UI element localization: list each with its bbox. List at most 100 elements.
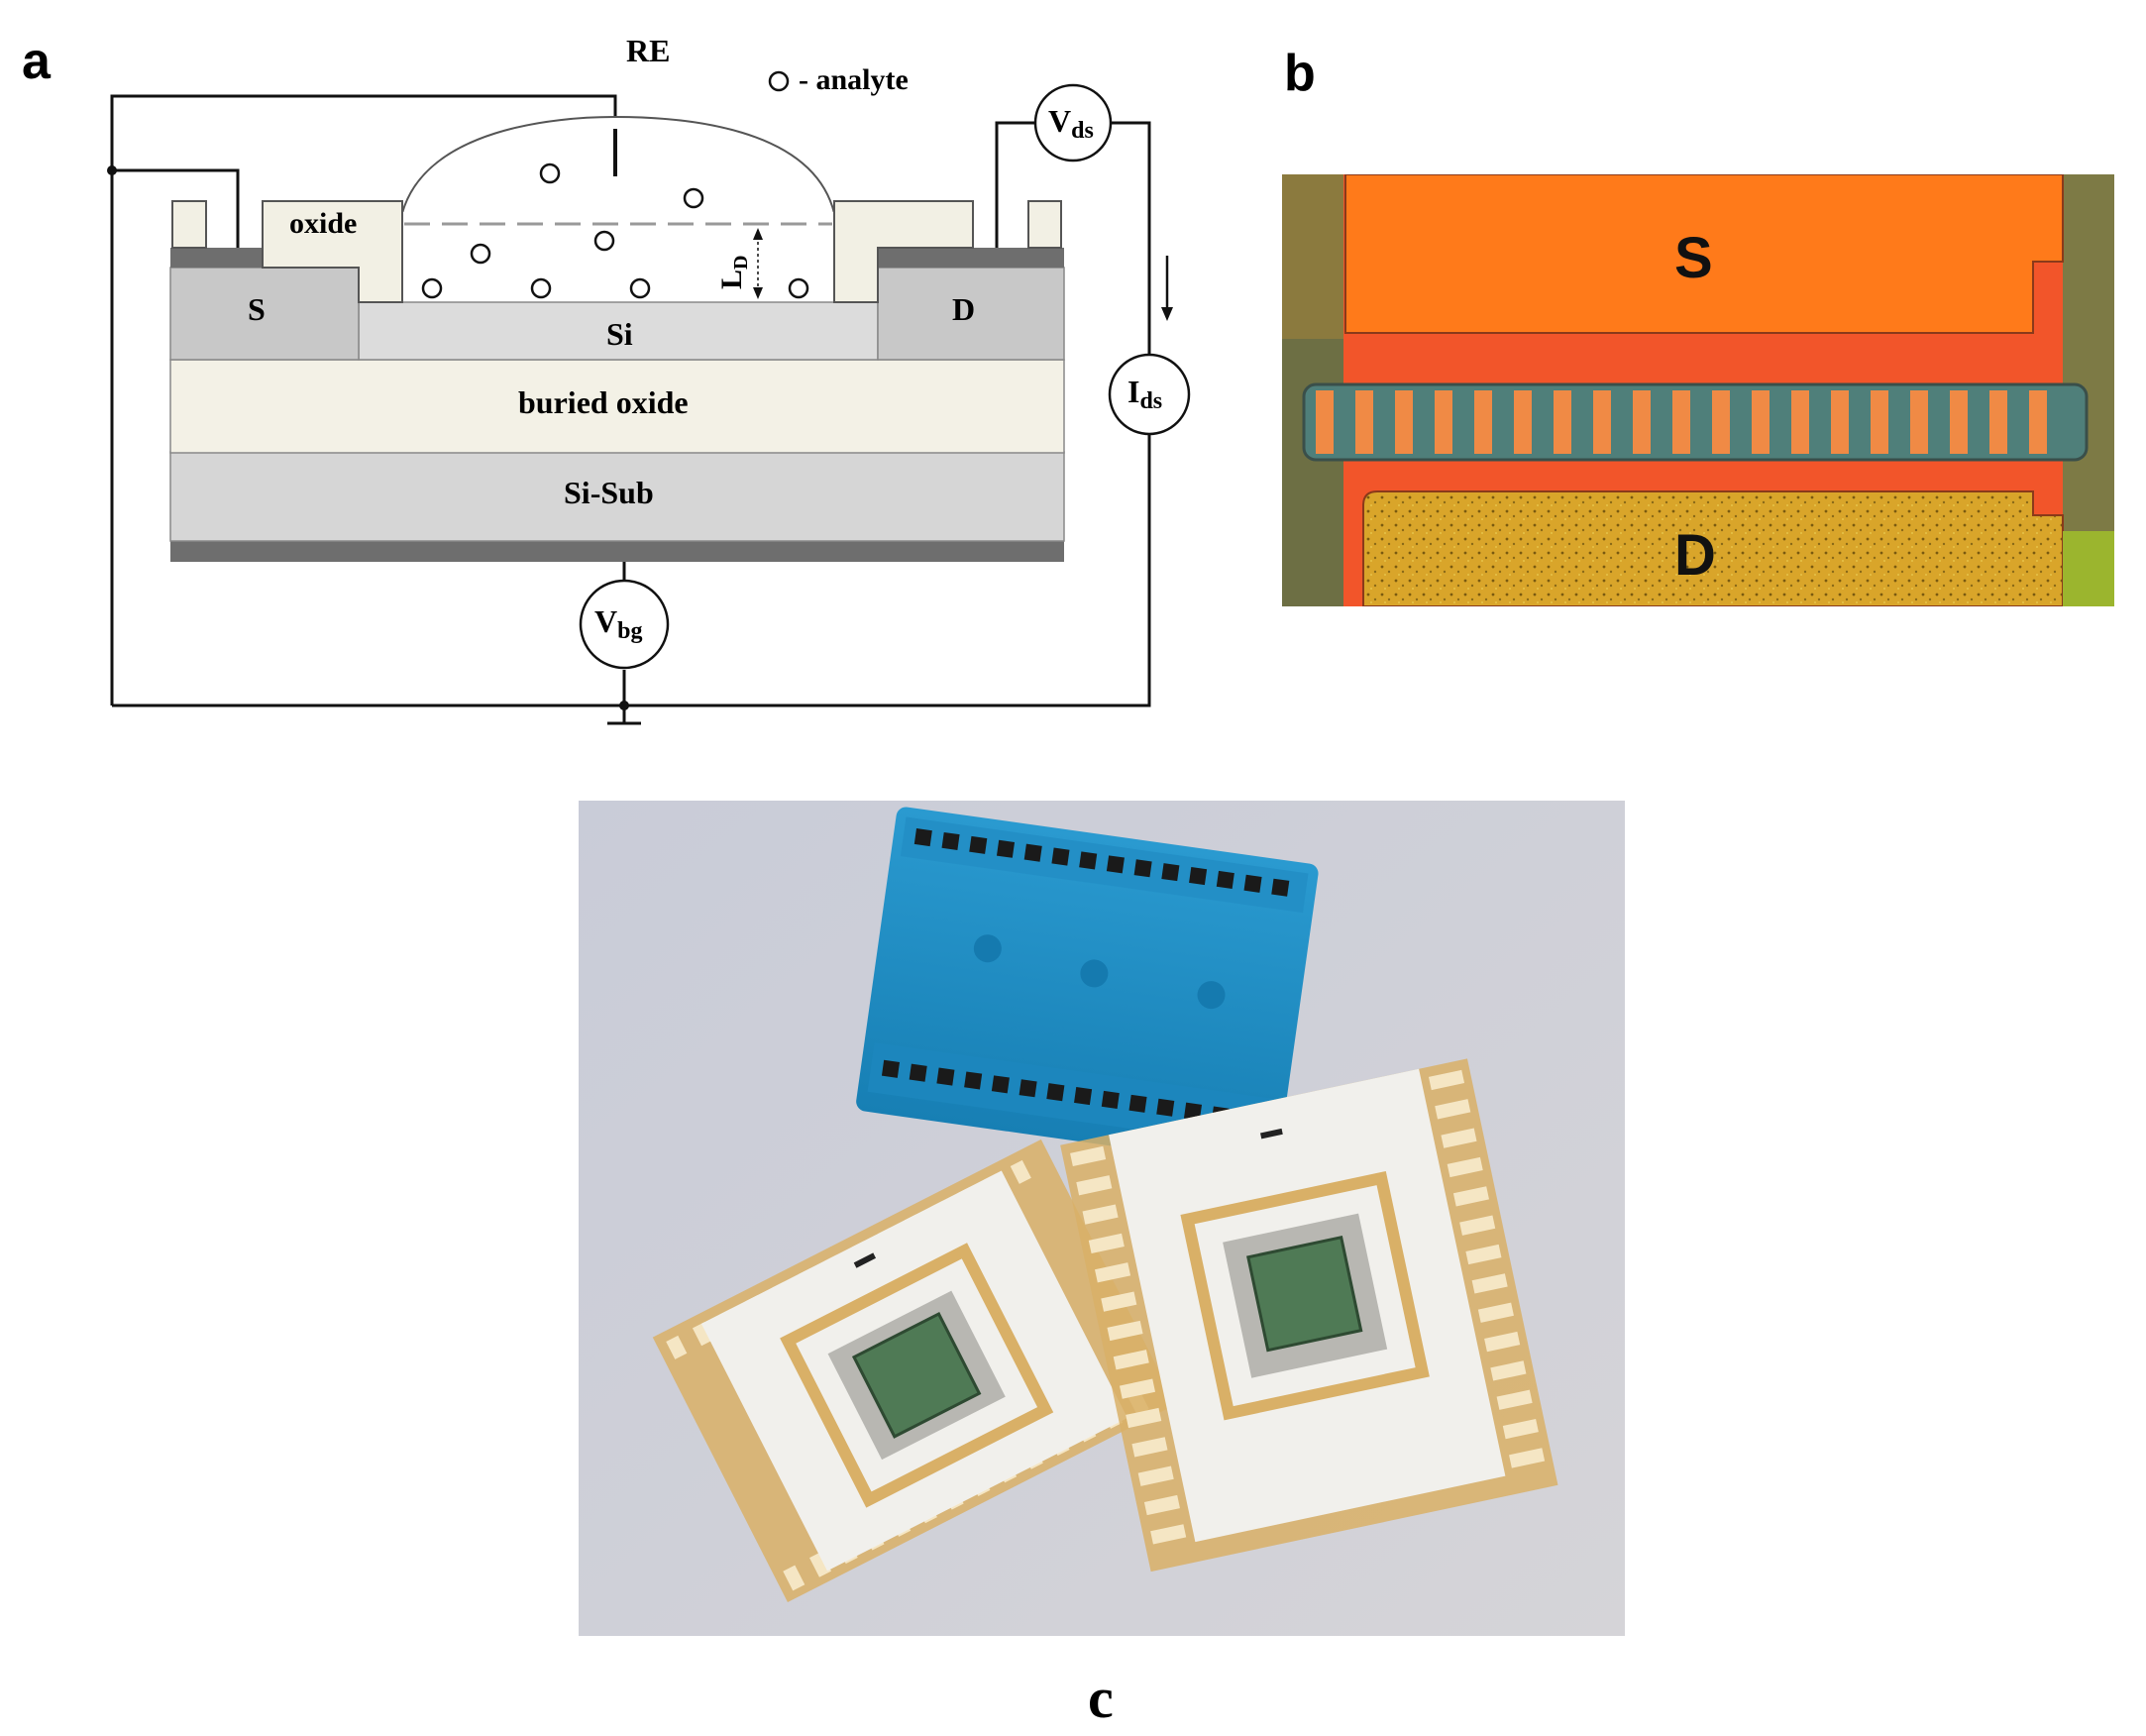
channel-finger xyxy=(1395,390,1413,454)
lead-slot xyxy=(666,1335,688,1359)
panel-label-b: b xyxy=(1284,45,1316,102)
socket-hole xyxy=(1156,1098,1175,1117)
socket-hole xyxy=(909,1063,927,1082)
electrolyte-droplet xyxy=(401,115,835,214)
lead-frame xyxy=(1070,1069,1546,1545)
socket-hole xyxy=(1189,867,1208,886)
si-sub-label: Si-Sub xyxy=(564,475,654,510)
socket-hole xyxy=(1128,1094,1147,1113)
analyte-legend-label: - analyte xyxy=(799,63,909,96)
buried-oxide-layer xyxy=(169,359,1065,454)
si-label: Si xyxy=(606,316,633,352)
lead-slot xyxy=(1101,1291,1137,1312)
drain-corner-green xyxy=(2063,531,2114,606)
lead-slot xyxy=(1126,1407,1162,1429)
left-chip-package xyxy=(652,1139,1177,1602)
panel-b-micrograph: S D xyxy=(1282,174,2114,606)
channel-finger xyxy=(1355,390,1373,454)
channel-finger xyxy=(1474,390,1492,454)
analyte-particles xyxy=(421,70,809,299)
buried-oxide-label: buried oxide xyxy=(518,384,689,420)
drain-label: D xyxy=(952,291,975,327)
lead-slot xyxy=(1509,1448,1546,1468)
lead-slot xyxy=(1076,1175,1113,1196)
left-edge-green xyxy=(1282,339,1343,606)
lead-slot xyxy=(1465,1244,1502,1265)
socket-hole xyxy=(1216,870,1234,889)
oxide-label: oxide xyxy=(289,207,357,240)
panel-a-cross-section: LD Vds Ids Vbg RE - analyte oxide S D Si… xyxy=(107,33,1191,725)
channel-finger xyxy=(1950,390,1968,454)
current-arrow xyxy=(1161,256,1173,321)
re-label: RE xyxy=(626,33,670,68)
ids-meter xyxy=(1108,353,1191,436)
channel-finger xyxy=(1514,390,1532,454)
panel-label-a: a xyxy=(22,33,51,90)
junction-dot xyxy=(107,165,117,175)
socket-hole xyxy=(913,828,932,847)
socket-hole xyxy=(936,1067,955,1086)
socket-holes xyxy=(913,828,1290,897)
channel-finger xyxy=(1712,390,1730,454)
channel-finger xyxy=(1435,390,1452,454)
lead-slot xyxy=(1010,1159,1031,1184)
socket-hole xyxy=(941,831,960,851)
channel-finger xyxy=(1633,390,1651,454)
si-sub-layer xyxy=(169,451,1065,542)
channel-finger xyxy=(1871,390,1888,454)
lead-slot xyxy=(1082,1204,1119,1225)
lead-slot xyxy=(1452,1186,1489,1207)
vbg-meter xyxy=(579,579,670,670)
debye-length-marker xyxy=(753,228,763,299)
lead-slot xyxy=(1502,1418,1539,1440)
socket-hole xyxy=(1046,1083,1065,1102)
lead-slot xyxy=(1435,1099,1471,1120)
socket-hole xyxy=(1133,859,1152,878)
socket-hole xyxy=(1019,1079,1037,1098)
socket-hole xyxy=(1074,1087,1093,1106)
socket-hole xyxy=(1051,847,1070,866)
socket-hole xyxy=(1271,878,1290,897)
socket-hole xyxy=(1079,851,1098,870)
channel-finger xyxy=(1672,390,1690,454)
lead-slot xyxy=(1496,1389,1533,1410)
socket-hole xyxy=(1243,874,1262,893)
passivation-oxide xyxy=(171,200,1062,303)
lead-slot xyxy=(1459,1215,1496,1236)
lead-slot xyxy=(1088,1233,1125,1254)
lead-slot xyxy=(1150,1524,1187,1545)
channel-finger xyxy=(1316,390,1334,454)
lead-slot xyxy=(809,1551,832,1577)
channel-finger xyxy=(1593,390,1611,454)
panel-label-c: c xyxy=(1088,1666,1114,1730)
channel-stripes xyxy=(1316,390,2047,454)
socket-hole xyxy=(1106,855,1125,874)
vbg-label: Vbg xyxy=(594,603,642,644)
socket-hole xyxy=(1183,1102,1203,1121)
drain-region xyxy=(877,267,1065,361)
lead-slot xyxy=(1471,1273,1508,1294)
drain-contact xyxy=(878,248,1064,268)
lead-slot xyxy=(1477,1302,1514,1323)
si-channel xyxy=(358,301,879,361)
lead-slot xyxy=(1428,1069,1465,1091)
junction-dot xyxy=(619,701,629,710)
socket-hole xyxy=(1101,1090,1120,1109)
lead-slot xyxy=(1143,1494,1180,1516)
vds-meter xyxy=(1033,83,1113,163)
lead-slot xyxy=(1441,1128,1477,1148)
socket-hole xyxy=(996,839,1016,858)
socket-hole xyxy=(1023,843,1042,862)
lead-slot xyxy=(1113,1350,1149,1370)
lead-slot xyxy=(1447,1156,1483,1178)
lead-slot xyxy=(1490,1360,1527,1381)
channel-finger xyxy=(1989,390,2007,454)
channel-finger xyxy=(1752,390,1770,454)
channel-outline xyxy=(1302,382,2089,462)
lead-slot xyxy=(1484,1331,1521,1353)
channel-finger xyxy=(1791,390,1809,454)
back-contact xyxy=(170,540,1064,562)
channel-finger xyxy=(2029,390,2047,454)
debye-length-label: LD xyxy=(715,256,752,289)
lead-slot xyxy=(783,1565,805,1591)
